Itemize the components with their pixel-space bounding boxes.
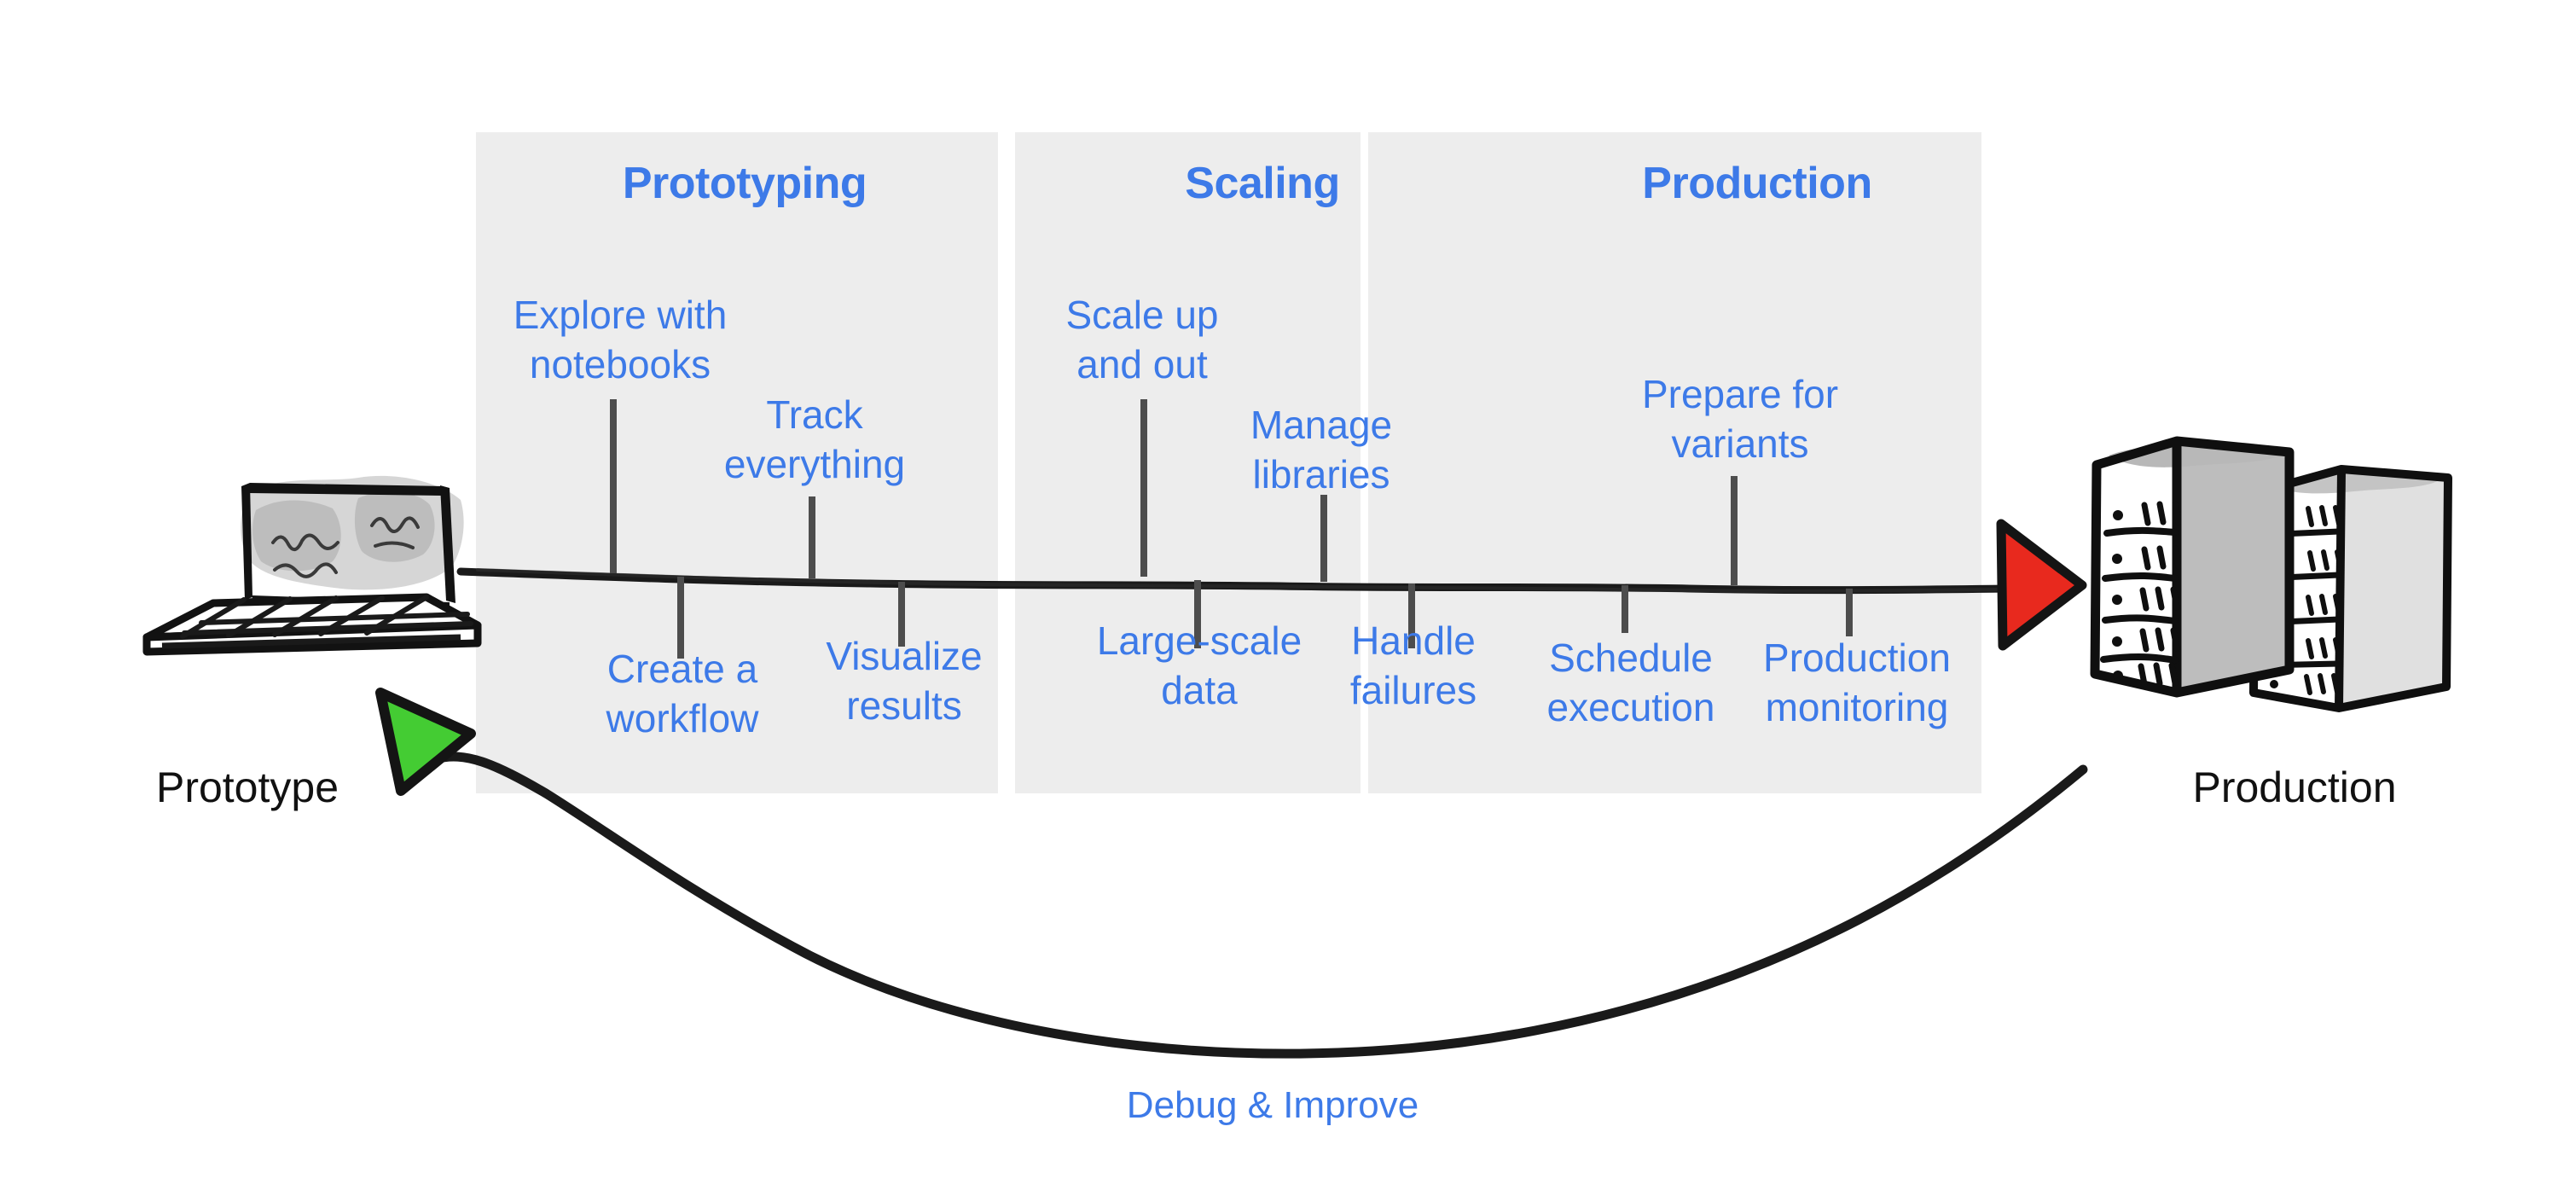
label-create-a-workflow-line2: workflow xyxy=(606,696,760,740)
label-handle-failures-line1: Handle xyxy=(1351,618,1476,663)
stage-title-scaling: Scaling xyxy=(1185,159,1339,208)
label-explore-with-notebooks-line2: notebooks xyxy=(530,342,711,386)
stage-titles: Prototyping Scaling Production xyxy=(623,159,1872,208)
label-scale-up-and-out-line2: and out xyxy=(1076,342,1208,386)
label-manage-libraries-line2: libraries xyxy=(1252,452,1390,496)
server-racks-icon xyxy=(2090,436,2452,712)
label-large-scale-data-line1: Large-scale xyxy=(1097,618,1302,663)
label-visualize-results-line1: Visualize xyxy=(826,634,982,678)
label-production-monitoring-line2: monitoring xyxy=(1766,685,1949,729)
return-arrowhead-icon xyxy=(375,688,476,796)
endpoint-label-production: Production xyxy=(2192,763,2396,811)
endpoint-label-prototype: Prototype xyxy=(156,763,339,811)
label-visualize-results-line2: results xyxy=(846,683,961,728)
label-schedule-execution-line1: Schedule xyxy=(1549,636,1713,680)
label-explore-with-notebooks-line1: Explore with xyxy=(513,293,728,337)
label-prepare-for-variants-line1: Prepare for xyxy=(1642,372,1838,416)
label-manage-libraries-line1: Manage xyxy=(1250,403,1392,447)
label-track-everything-line2: everything xyxy=(724,442,905,486)
label-scale-up-and-out-line1: Scale up xyxy=(1065,293,1218,337)
label-track-everything-line1: Track xyxy=(766,392,863,437)
feedback-loop-path xyxy=(430,752,2088,1059)
label-schedule-execution-line2: execution xyxy=(1547,685,1715,729)
forward-arrowhead-icon xyxy=(1996,519,2087,651)
label-large-scale-data-line2: data xyxy=(1161,668,1238,712)
panel-prototyping xyxy=(476,132,998,793)
panel-scaling xyxy=(1015,132,1361,793)
label-handle-failures-line2: failures xyxy=(1350,668,1477,712)
stage-panels xyxy=(476,132,1981,793)
panel-production xyxy=(1368,132,1981,793)
laptop-icon xyxy=(142,475,482,656)
label-prepare-for-variants-line2: variants xyxy=(1671,421,1808,466)
timeline-line-texture xyxy=(476,568,2002,593)
milestone-ticks xyxy=(610,399,1853,659)
label-production-monitoring-line1: Production xyxy=(1763,636,1951,680)
milestone-labels: Explore with notebooks Track everything … xyxy=(513,293,1951,740)
stage-title-production: Production xyxy=(1642,159,1871,208)
feedback-loop-curve xyxy=(430,752,2088,1059)
feedback-loop-label: Debug & Improve xyxy=(1127,1084,1419,1126)
stage-title-prototyping: Prototyping xyxy=(623,159,867,208)
main-timeline xyxy=(456,567,2010,595)
label-create-a-workflow-line1: Create a xyxy=(607,647,758,691)
